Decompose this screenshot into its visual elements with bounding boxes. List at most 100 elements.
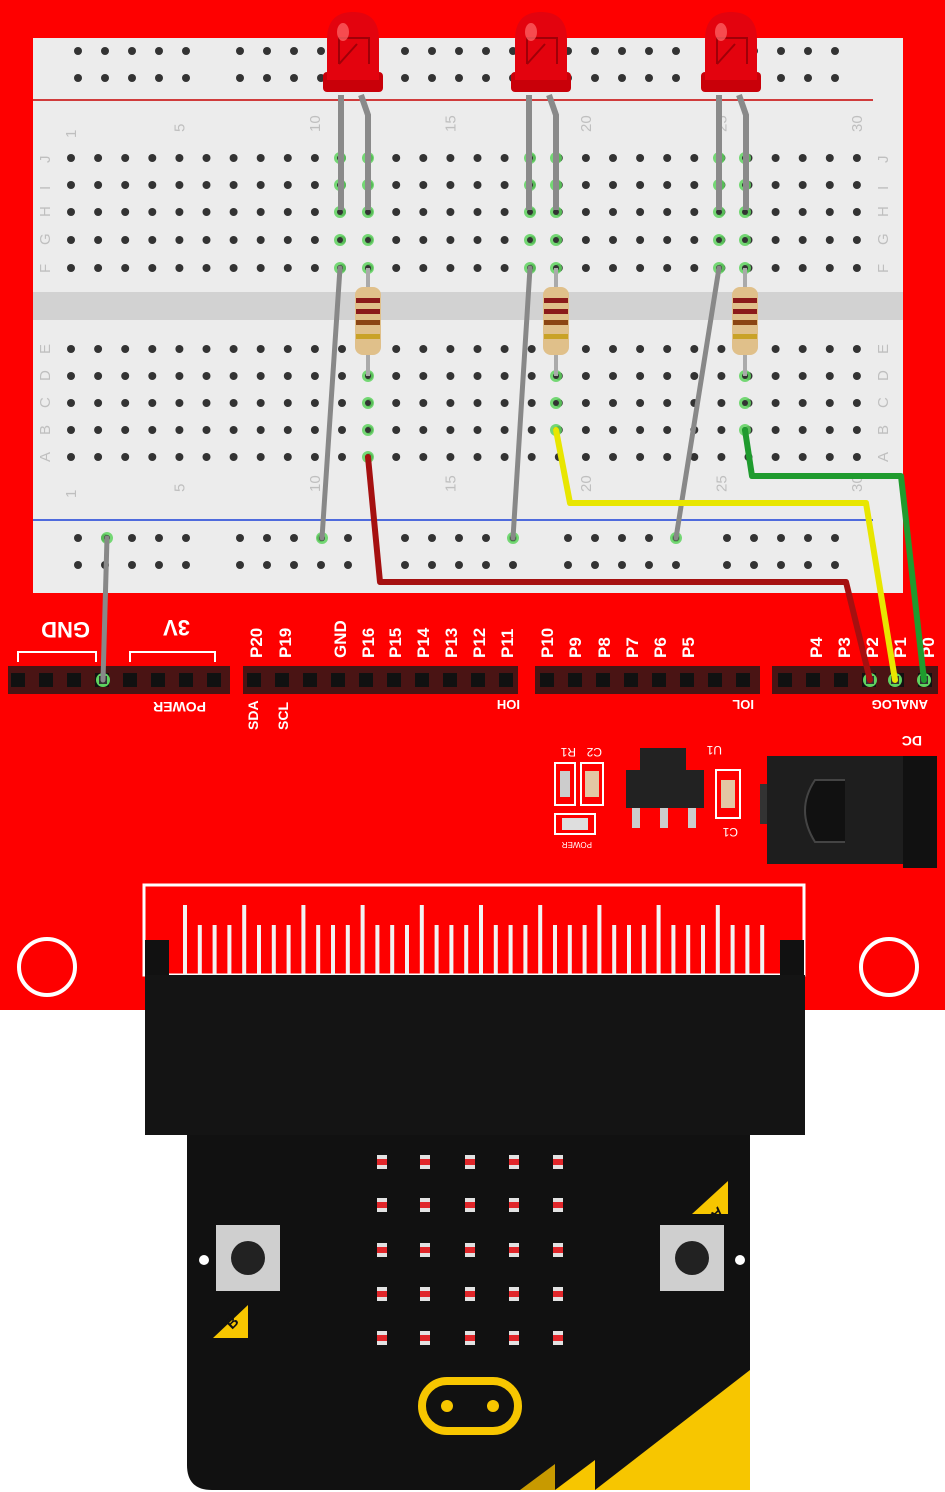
header-pin[interactable] [568, 673, 582, 687]
mount-hole-left [17, 937, 77, 997]
resistor-2 [543, 268, 569, 376]
header-pin[interactable] [331, 673, 345, 687]
resistor-3 [732, 268, 758, 376]
column-number-bottom: 20 [578, 475, 595, 492]
gnd-label: GND [41, 617, 90, 642]
gray-wire-led2 [510, 265, 533, 541]
row-letter-right: G [875, 233, 892, 245]
pin-label-p6: P6 [651, 637, 670, 658]
breadboard-labels: 115510101515202025253030JJIIHHGGFFEEDDCC… [37, 115, 892, 498]
dc-label: DC [902, 733, 922, 749]
logo-pad [418, 1377, 522, 1435]
row-letter-left: E [37, 344, 54, 354]
r1-label: R1 [560, 745, 576, 759]
pin-label-p10: P10 [538, 628, 557, 658]
u1-label: U1 [706, 743, 722, 757]
header-pin[interactable] [680, 673, 694, 687]
row-letter-right: J [875, 156, 892, 164]
column-number-bottom: 15 [442, 475, 459, 492]
header-pin[interactable] [443, 673, 457, 687]
header-pin[interactable] [596, 673, 610, 687]
resistor-1 [355, 268, 381, 376]
pin-label-p5: P5 [679, 637, 698, 658]
iol-group-label: IOL [732, 697, 754, 712]
c2-label: C2 [586, 745, 602, 759]
column-number-bottom: 10 [307, 475, 324, 492]
column-number-bottom: 30 [849, 475, 866, 492]
header-pin[interactable] [471, 673, 485, 687]
header-pin[interactable] [359, 673, 373, 687]
pin-label-p9: P9 [566, 637, 585, 658]
header-pin[interactable] [247, 673, 261, 687]
header-pin[interactable] [499, 673, 513, 687]
3v-bracket [129, 651, 216, 662]
3v-label: 3V [163, 615, 190, 640]
pin-label-p16: P16 [359, 628, 378, 658]
header-strips [8, 666, 938, 694]
header-pin[interactable] [624, 673, 638, 687]
analog-group-label: ANALOG [872, 697, 928, 712]
led-3 [701, 12, 761, 210]
header-pin[interactable] [179, 673, 193, 687]
pin-label-p20: P20 [247, 628, 266, 658]
header-pin[interactable] [207, 673, 221, 687]
pin-label-p1: P1 [891, 637, 910, 658]
c1-label: C1 [722, 825, 738, 839]
header-pin[interactable] [778, 673, 792, 687]
row-letter-right: I [875, 186, 892, 190]
breadboard: 115510101515202025253030JJIIHHGGFFEEDDCC… [33, 38, 903, 593]
header-pin[interactable] [387, 673, 401, 687]
header-pin[interactable] [11, 673, 25, 687]
pin-label-p4: P4 [807, 637, 826, 658]
led-2 [511, 12, 571, 210]
red-wire [365, 454, 873, 683]
row-letter-left: B [37, 425, 54, 435]
button-a-marker [692, 1181, 728, 1214]
header-pin[interactable] [39, 673, 53, 687]
header-pin[interactable] [123, 673, 137, 687]
column-number-bottom: 1 [63, 490, 80, 498]
gray-wire-led3 [673, 265, 722, 541]
pin-label-p8: P8 [595, 637, 614, 658]
header-pin[interactable] [834, 673, 848, 687]
row-letter-left: A [37, 452, 54, 462]
header-pin[interactable] [708, 673, 722, 687]
pin-label-p13: P13 [442, 628, 461, 658]
column-number-top: 1 [63, 130, 80, 138]
header-pin[interactable] [736, 673, 750, 687]
row-letter-right: D [875, 370, 892, 381]
green-wire [742, 427, 927, 683]
led-1 [323, 12, 383, 210]
header-pin[interactable] [303, 673, 317, 687]
microbit [187, 1135, 750, 1490]
row-letter-right: A [875, 452, 892, 462]
edge-connector [142, 883, 806, 1135]
led-matrix [377, 1155, 563, 1345]
column-number-top: 5 [171, 124, 188, 132]
header-pin[interactable] [806, 673, 820, 687]
row-letter-left: J [37, 156, 54, 164]
header-pin[interactable] [151, 673, 165, 687]
row-letter-left: F [37, 264, 54, 273]
pin-label-p3: P3 [835, 637, 854, 658]
header-pin[interactable] [67, 673, 81, 687]
header-pin[interactable] [540, 673, 554, 687]
pin-sublabel-scl: SCL [275, 702, 291, 730]
mount-hole-right [859, 937, 919, 997]
pin-label-p19: P19 [276, 628, 295, 658]
header-pin[interactable] [275, 673, 289, 687]
led-group [323, 12, 761, 210]
header-pin[interactable] [415, 673, 429, 687]
column-number-top: 20 [578, 115, 595, 132]
column-number-top: 30 [849, 115, 866, 132]
pin-label-gnd: GND [331, 620, 350, 658]
wires [100, 265, 927, 683]
row-letter-right: F [875, 264, 892, 273]
row-letter-right: C [875, 397, 892, 408]
board-parts [554, 748, 937, 868]
pin-label-p11: P11 [498, 629, 517, 658]
yellow-wire [553, 427, 898, 683]
header-pin[interactable] [652, 673, 666, 687]
row-letter-right: E [875, 344, 892, 354]
